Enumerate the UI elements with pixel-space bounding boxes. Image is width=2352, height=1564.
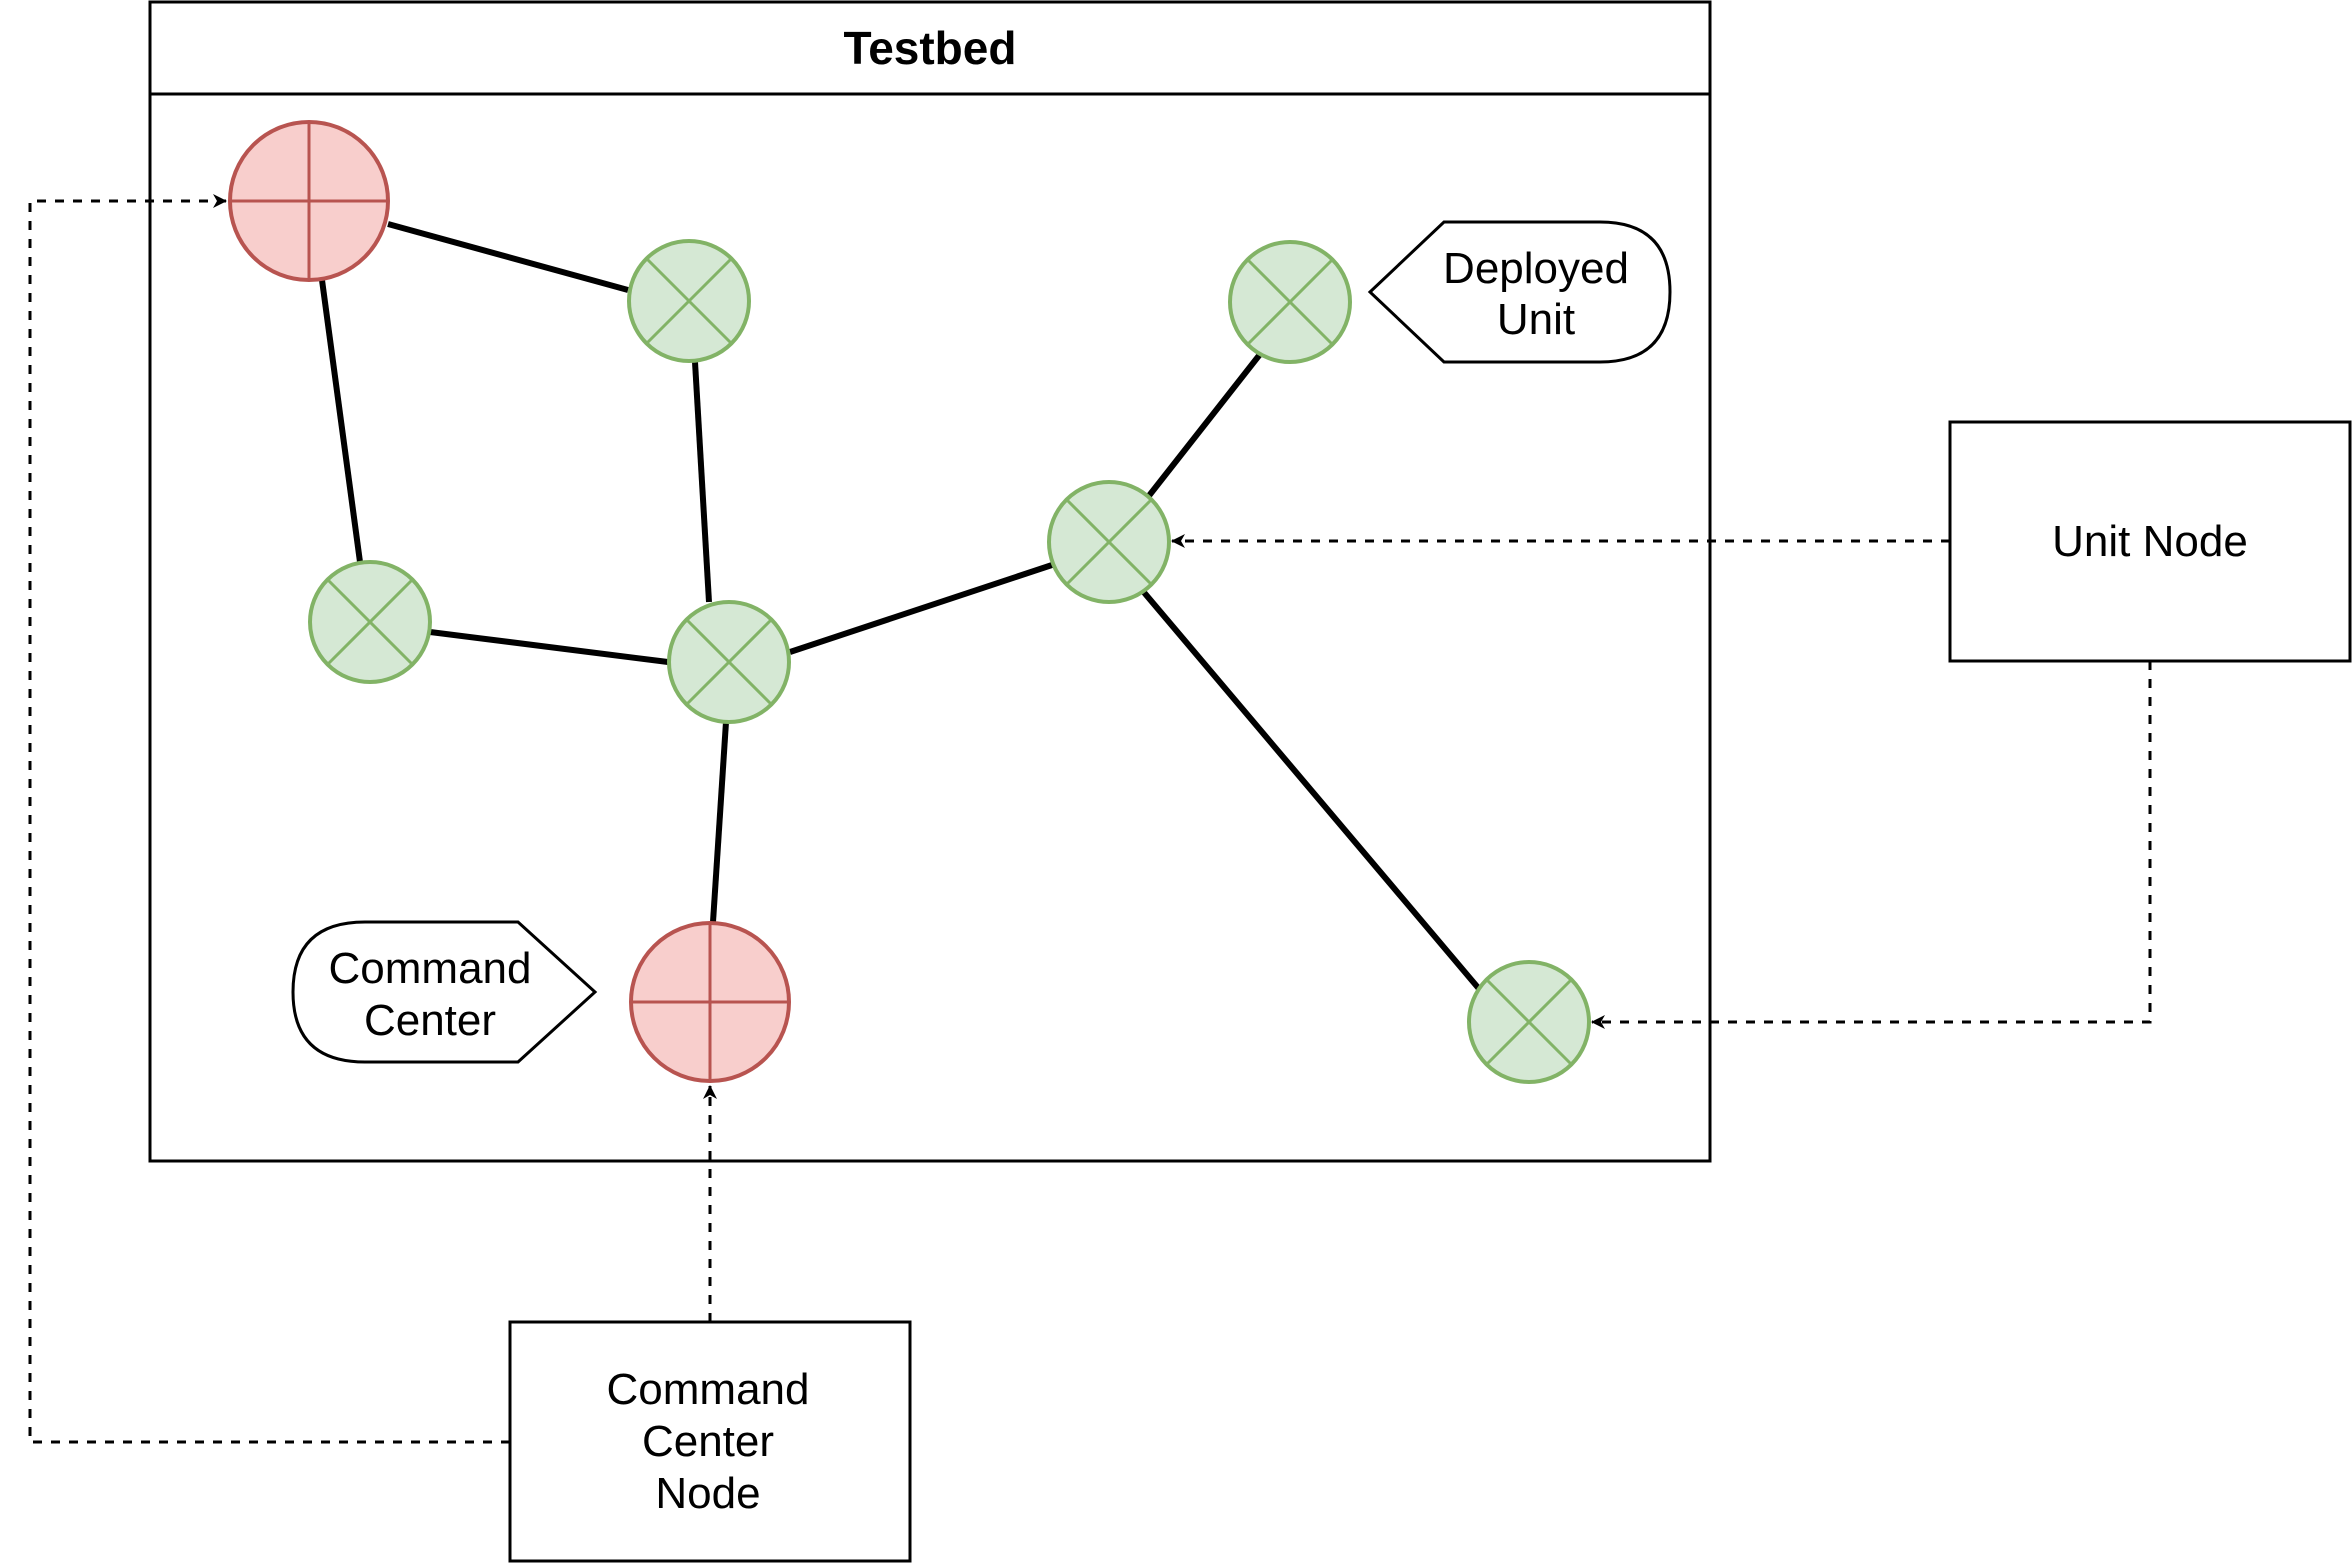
command-center-node-box-line-2: Center <box>642 1417 774 1466</box>
command-center-node-bottom <box>629 921 791 1083</box>
link-unit-mid-right-unit-bottom-right <box>1139 588 1483 992</box>
callout-command-center-line-2: Center <box>364 996 496 1045</box>
callout-deployed-unit-line-1: Deployed <box>1443 244 1629 293</box>
command-center-node-box-line-1: Command <box>607 1365 810 1414</box>
testbed-title: Testbed <box>844 22 1017 74</box>
network-links <box>319 221 1483 992</box>
arrow-unit-node-to-bottom-right <box>1591 661 2152 1029</box>
callout-command-center-shape <box>291 920 598 1064</box>
unit-node-box-frame <box>1948 420 2352 663</box>
unit-node-deployed <box>1228 240 1352 364</box>
unit-node-top <box>627 239 751 363</box>
command-center-node-top <box>228 120 390 282</box>
callout-deployed-unit-line-2: Unit <box>1497 295 1575 344</box>
callout-command-center: Command Center <box>291 920 598 1064</box>
arrow-cc-node-to-cc-top <box>28 194 510 1444</box>
command-center-node-box-frame <box>508 1320 912 1563</box>
link-cc-top-unit-left <box>319 279 363 563</box>
link-unit-hub-unit-mid-right <box>789 562 1053 655</box>
link-unit-mid-right-unit-deployed <box>1145 351 1264 499</box>
reference-arrows <box>28 194 2152 1444</box>
link-cc-top-unit-top <box>387 221 629 293</box>
callout-deployed-unit: Deployed Unit <box>1367 220 1672 364</box>
link-unit-left-unit-hub <box>429 629 669 665</box>
unit-node-legend-box: Unit Node <box>1948 420 2352 663</box>
unit-node-bottom-right <box>1467 960 1591 1084</box>
callout-deployed-unit-shape <box>1367 220 1672 364</box>
link-unit-hub-cc-bottom <box>710 721 729 923</box>
command-center-node-box-line-3: Node <box>655 1469 760 1518</box>
unit-node-hub <box>667 600 791 724</box>
callout-command-center-line-1: Command <box>329 944 532 993</box>
link-unit-top-unit-hub <box>692 361 712 603</box>
command-center-node-legend-box: Command Center Node <box>508 1320 912 1563</box>
unit-node-box-label: Unit Node <box>2052 517 2248 566</box>
unit-node-left <box>308 560 432 684</box>
unit-node-mid-right <box>1047 480 1171 604</box>
